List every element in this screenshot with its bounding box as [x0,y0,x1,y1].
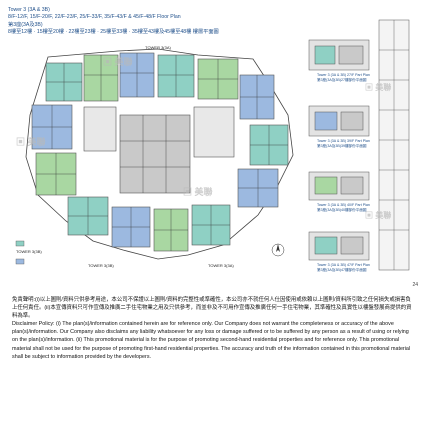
plan-header: Tower 3 (3A & 3B) 8/F-12/F, 15/F-20/F, 2… [8,7,308,35]
north-arrow-icon [271,243,285,257]
floors-line-zh: 8樓至12樓 · 15樓至20樓 · 22樓至23樓 · 25樓至33樓 · 3… [8,28,219,35]
side-label-zh-4: 第3座(3A及3B)47樓部份平面圖 [317,267,367,272]
tower-title-zh: 第3座(3A及3B) [8,22,43,28]
side-label-en-4: Tower 3 (3A & 3B) 47/F Part Plan [317,263,370,267]
side-label-zh-2: 第3座(3A及3B)39樓部份平面圖 [317,143,367,148]
disclaimer-en: Disclaimer Policy: (i) The plan(s)/infor… [12,321,411,360]
tower-3b-bottom-label: TOWER 3(3B) [88,263,114,268]
side-part-plans: ▣ 美聯 ▣ 美聯 Tower 3 (3A & 3B) 27/F Part Pl… [308,19,410,272]
disclaimer: 免責聲明:(i)以上圖則/資料只供參考用途，本公司不保證以上圖則/資料的完整性或… [12,296,414,361]
main-floor-plan: ▣ 美聯 ▣ 美聯 ▣ 美聯 TOWER 3(3A) TOWER 3(3B) T… [8,45,300,280]
svg-text:▣ 美聯: ▣ 美聯 [365,210,391,220]
svg-text:▣ 美聯: ▣ 美聯 [183,186,213,197]
disclaimer-zh: 免責聲明:(i)以上圖則/資料只供參考用途，本公司不保證以上圖則/資料的完整性或… [12,297,412,320]
side-label-zh-3: 第3座(3A及3B)40樓部份平面圖 [317,207,367,212]
svg-text:▣ 美聯: ▣ 美聯 [16,136,46,147]
side-label-zh-1: 第3座(3A及3B)27樓部份平面圖 [317,77,367,82]
page-number: 24 [412,282,418,288]
side-label-en-2: Tower 3 (3A & 3B) 39/F Part Plan [317,139,370,143]
side-label-en-3: Tower 3 (3A & 3B) 40/F Part Plan [317,203,370,207]
svg-text:▣ 美聯: ▣ 美聯 [365,82,391,92]
side-label-en-1: Tower 3 (3A & 3B) 27/F Part Plan [317,73,370,77]
svg-text:▣ 美聯: ▣ 美聯 [103,56,133,67]
floors-line: 8/F-12/F, 15/F-20/F, 22/F-23/F, 25/F-33/… [8,13,181,20]
tower-3a-bottom-label: TOWER 3(3A) [208,263,234,268]
tower-3b-side-label: TOWER 3(3B) [16,249,42,254]
tower-title: Tower 3 (3A & 3B) [8,7,50,13]
tower-3a-top-label: TOWER 3(3A) [145,45,171,50]
